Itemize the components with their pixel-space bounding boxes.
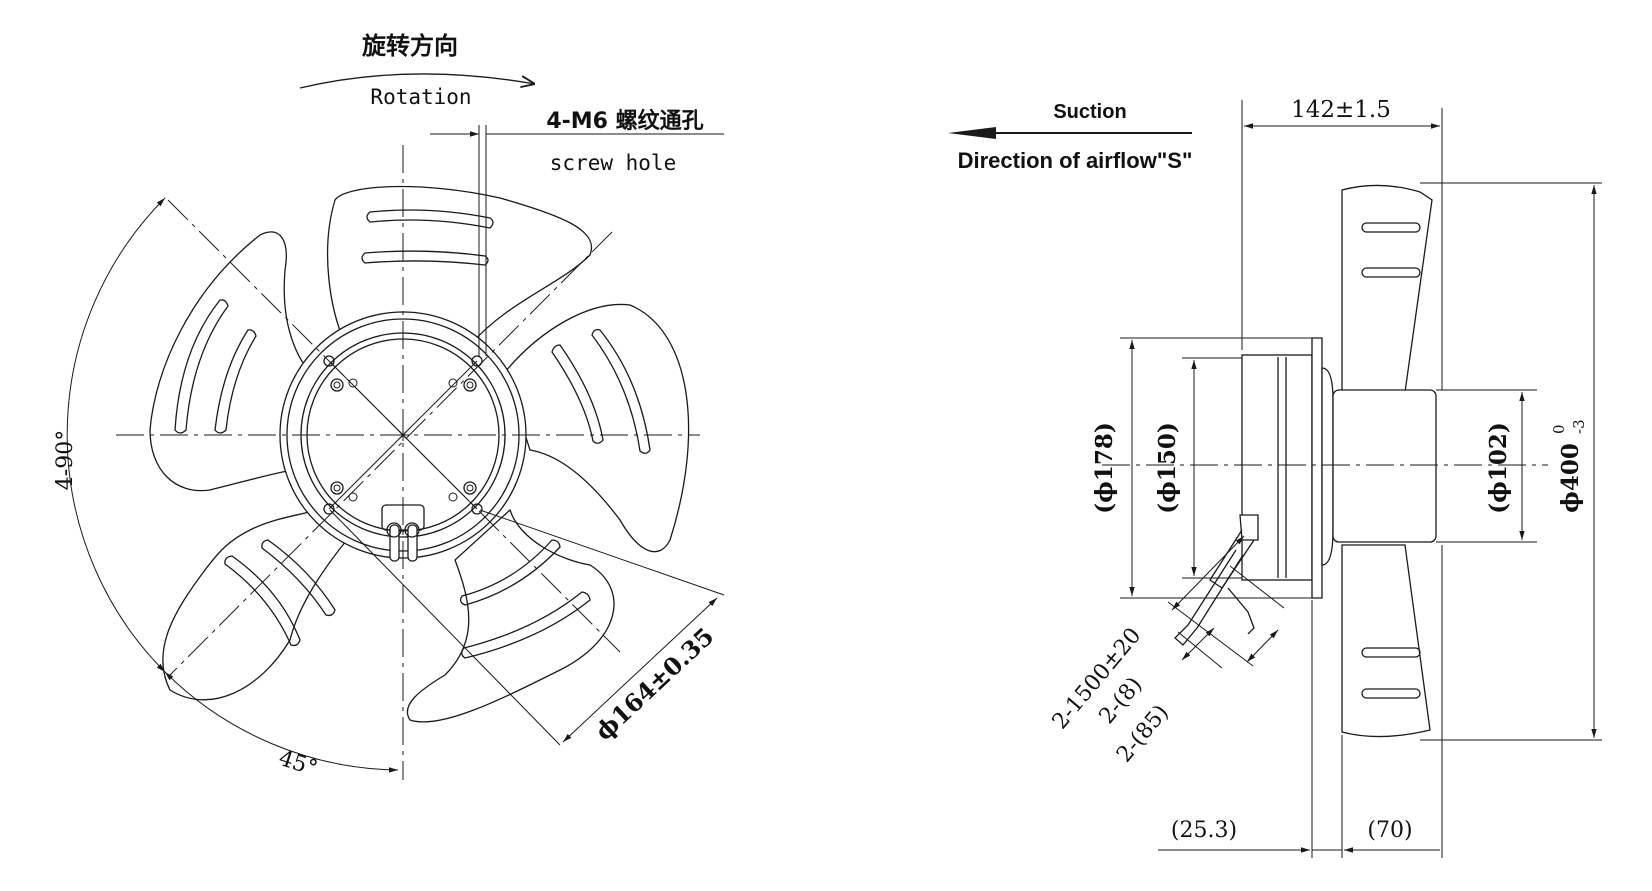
outer-diameter-tol-upper: 0 [1550,424,1568,434]
blade-slots [174,209,651,659]
offset-left-label: (25.3) [1171,818,1237,843]
side-view: Suction Direction of airflow"S" [948,97,1602,858]
side-hub [1332,389,1437,543]
hub-diameter-label: (ϕ102) [1485,422,1512,513]
outer-diameter-label: ϕ400 [1557,443,1584,513]
airflow-direction-label: Direction of airflow"S" [958,148,1193,173]
rotation-arrow [299,73,535,89]
suction-label: Suction [1053,101,1126,123]
spigot-diameter-label: (ϕ150) [1154,422,1181,513]
offset-right-label: (70) [1367,818,1412,843]
side-blade-bottom [1341,544,1431,738]
screw-hole-label-en: screw hole [550,151,676,175]
blade-top [326,185,593,346]
screw-hole-label-cn: 4-M6 螺纹通孔 [546,108,703,134]
side-blade-top [1341,184,1433,393]
blade-right [504,303,690,553]
angle-offset-label: 45° [276,746,321,782]
angle-spacing-label: 4-90° [53,430,78,490]
outer-diameter-tol-lower: -3 [1570,419,1588,434]
outer-diameter-group: ϕ400 0 -3 [1550,419,1588,512]
front-view: 旋转方向 Rotation 4-M6 螺纹通孔 screw hole 4-90°… [53,32,725,782]
flange-diameter-label: (ϕ178) [1091,422,1118,513]
rotation-label-en: Rotation [370,85,471,109]
motor-housing [1241,354,1313,581]
blade-bottom-left [162,504,356,701]
rotation-label-cn: 旋转方向 [361,32,458,60]
side-blade-slots [1361,222,1421,699]
overall-depth-label: 142±1.5 [1291,97,1391,123]
